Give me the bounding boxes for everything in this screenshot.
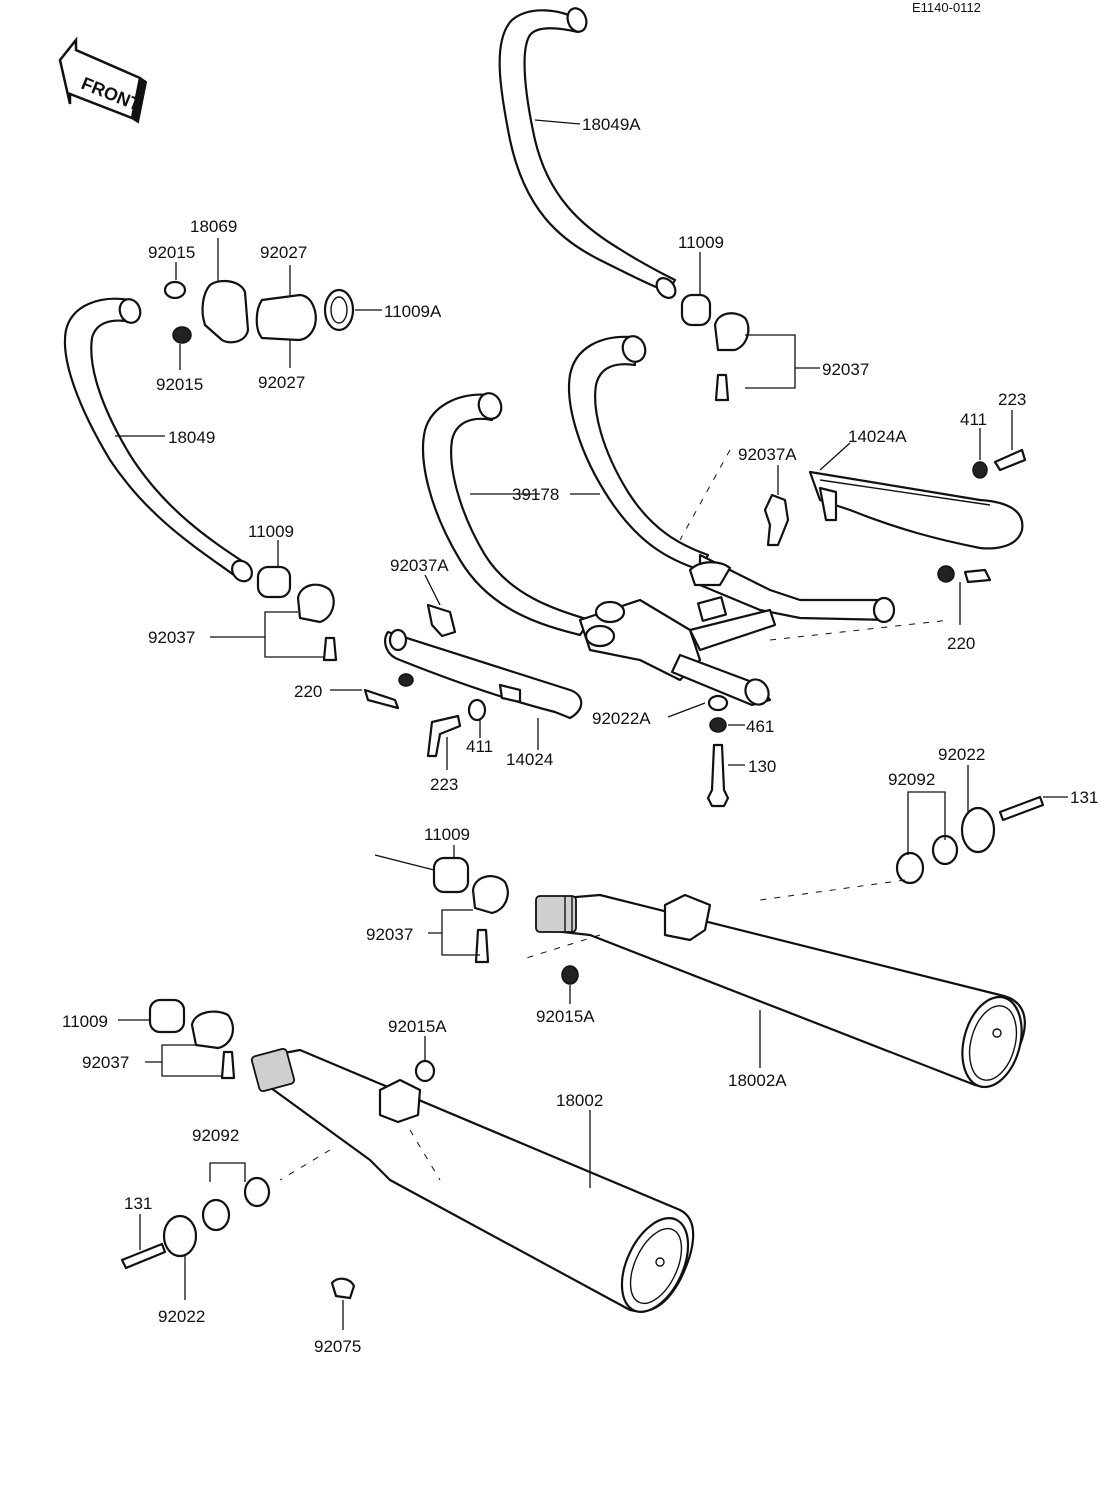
bolt-223-right [993,448,1027,472]
label-92015A-right: 92015A [536,1007,595,1026]
grommet-92092-right-a [931,834,959,866]
label-92075: 92075 [314,1337,361,1356]
label-92027-bottom: 92027 [258,373,305,392]
nut-92015-top [163,280,187,300]
label-92027-top: 92027 [260,243,307,262]
label-11009A: 11009A [384,302,442,321]
label-92037-left: 92037 [148,628,195,647]
washer-411-left [467,698,487,722]
label-92015-top: 92015 [148,243,195,262]
label-18069: 18069 [190,217,237,236]
label-223-right: 223 [998,390,1026,409]
label-131-left: 131 [124,1194,152,1213]
bolt-131-left [120,1242,167,1270]
label-11009-mid: 11009 [424,825,470,844]
label-411-left: 411 [466,737,493,756]
gasket-11009-left [256,565,292,599]
label-92037A-right: 92037A [738,445,797,464]
plug-92075 [330,1277,356,1300]
gasket-11009-lower [148,998,186,1034]
label-131-right: 131 [1070,788,1098,807]
washer-411-right [972,461,988,479]
bolt-220-left [363,688,400,710]
washer-92022-right [960,806,996,854]
label-18002: 18002 [556,1091,603,1110]
clamp-92037-lower [190,1010,235,1050]
label-461: 461 [746,717,774,736]
bolt-92037-left [322,636,338,662]
heat-shield-14024A [808,470,1024,550]
bracket-92037A-right [763,493,790,547]
bolt-131-right [998,795,1045,822]
nut-92015-bottom [172,326,192,344]
heat-shield-14024 [384,603,583,720]
gasket-11009-upper-right [680,293,712,327]
label-411-right: 411 [960,410,987,429]
label-18049A: 18049A [582,115,641,134]
bolt-92037-upper-right [714,373,730,402]
bolt-92037-lower [220,1050,236,1080]
grommet-92092-left-a [243,1176,271,1208]
diagram-code: E1140-0112 [912,0,981,15]
nut-92015A-right [561,965,579,985]
label-14024: 14024 [506,750,553,769]
washer-92022-left [162,1214,198,1258]
muffler-18002A [535,893,1026,1089]
nut-461 [709,717,727,733]
clamp-92037-mid [471,875,509,915]
label-92022-right: 92022 [938,745,985,764]
nut-92015A-left [414,1059,436,1083]
label-92092-right: 92092 [888,770,935,789]
washer-220-left [398,673,414,687]
grommet-92092-right-b [895,851,925,885]
label-92037A-left: 92037A [390,556,449,575]
header-pipe-18049A [498,7,677,299]
washer-220-right [937,565,955,583]
bolt-220-right [963,568,992,584]
label-11009-lower: 11009 [62,1012,108,1031]
washer-92022A [707,694,729,712]
bolt-223-left [426,714,462,758]
label-18049: 18049 [168,428,215,447]
alignment-lines [279,449,951,1181]
label-92037-mid: 92037 [366,925,413,944]
label-39178: 39178 [512,485,559,504]
label-92037-upper-right: 92037 [822,360,869,379]
label-92022-left: 92022 [158,1307,205,1326]
label-220-right: 220 [947,634,975,653]
label-223-left: 223 [430,775,458,794]
label-92015A-left: 92015A [388,1017,447,1036]
cover-18069 [201,279,250,344]
grommet-92092-left-b [201,1198,231,1232]
label-92037-lower: 92037 [82,1053,129,1072]
header-pipe-18049 [63,297,253,583]
label-130: 130 [748,757,776,776]
collar-92027 [255,293,317,342]
part-labels: 18049A 18069 92015 92027 11009A 92015 92… [62,115,1098,1356]
leader-lines [115,119,1068,1330]
gasket-11009-mid [432,856,470,894]
label-92015-bottom: 92015 [156,375,203,394]
clamp-92037-left [296,583,335,624]
label-220-left: 220 [294,682,322,701]
header-pipe-39178 [421,335,896,707]
clamp-92037-upper-right [713,312,750,352]
gasket-11009A [323,288,355,332]
label-11009-left: 11009 [248,522,294,541]
muffler-18002 [250,1047,695,1313]
label-92092-left: 92092 [192,1126,239,1145]
bolt-130 [706,743,730,808]
bolt-92037-mid [474,928,490,964]
label-11009-upper-right: 11009 [678,233,724,252]
front-arrow: FRONT [58,36,148,124]
label-18002A: 18002A [728,1071,787,1090]
label-92022A: 92022A [592,709,651,728]
label-14024A: 14024A [848,427,907,446]
